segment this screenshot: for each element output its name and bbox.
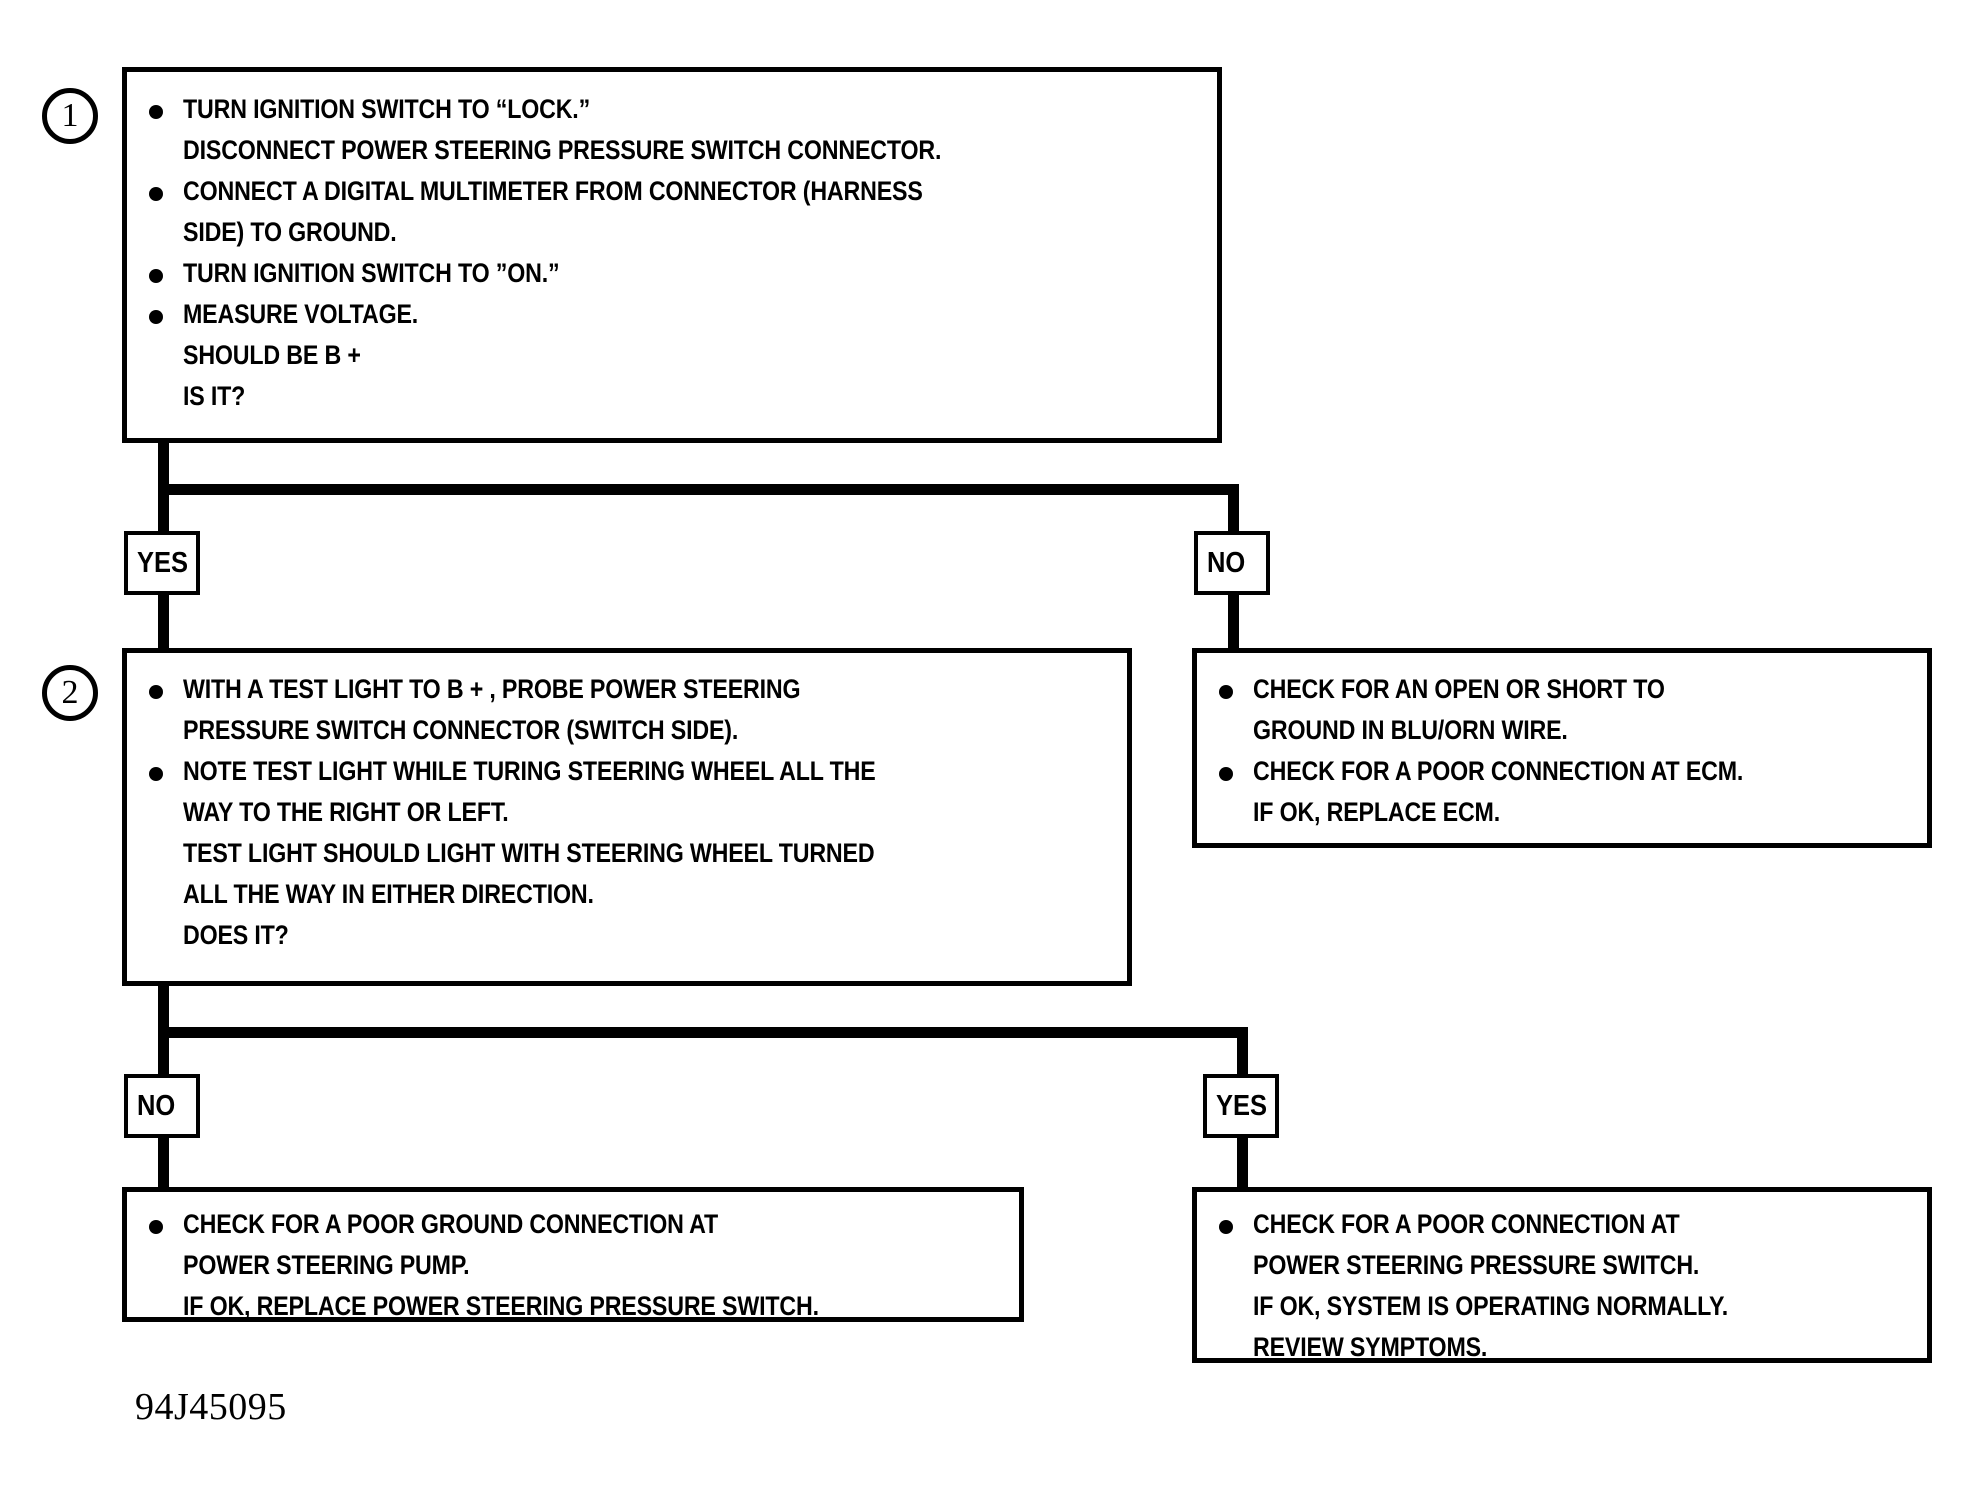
result-line: CHECK FOR AN OPEN OR SHORT TO xyxy=(1253,674,1665,704)
list-item: CHECK FOR A POOR CONNECTION AT ECM. xyxy=(1197,751,1927,792)
connector-no-to-result1 xyxy=(1228,594,1239,650)
bullet-dot-icon xyxy=(1219,1220,1233,1234)
list-item: DOES IT? xyxy=(127,915,1127,956)
bullet-dot-icon xyxy=(149,310,163,324)
result-line: CHECK FOR A POOR CONNECTION AT ECM. xyxy=(1253,756,1744,786)
bullet-dot-icon xyxy=(149,105,163,119)
list-item: MEASURE VOLTAGE. xyxy=(127,294,1217,335)
step-number-1-label: 1 xyxy=(61,97,79,134)
step-number-2-label: 2 xyxy=(61,674,79,711)
bullet-dot-icon xyxy=(149,187,163,201)
list-item: CHECK FOR A POOR CONNECTION AT xyxy=(1197,1204,1927,1245)
result-line: IF OK, REPLACE POWER STEERING PRESSURE S… xyxy=(183,1291,819,1321)
decision-tag-yes-step1[interactable]: YES xyxy=(124,531,200,595)
step-2-bullet-list: WITH A TEST LIGHT TO B + , PROBE POWER S… xyxy=(127,653,1127,956)
instruction-line: TURN IGNITION SWITCH TO ”ON.” xyxy=(183,258,560,288)
result-line: IF OK, REPLACE ECM. xyxy=(1253,797,1501,827)
step-number-circle-2: 2 xyxy=(42,665,98,721)
result-line: CHECK FOR A POOR CONNECTION AT xyxy=(1253,1209,1680,1239)
list-item: REVIEW SYMPTOMS. xyxy=(1197,1327,1927,1368)
connector-yes-to-step2 xyxy=(158,594,169,650)
connector-step2-no-down xyxy=(158,1027,169,1075)
step-2-no-result-box: CHECK FOR A POOR GROUND CONNECTION AT PO… xyxy=(122,1187,1024,1322)
list-item: NOTE TEST LIGHT WHILE TURING STEERING WH… xyxy=(127,751,1127,792)
instruction-line: PRESSURE SWITCH CONNECTOR (SWITCH SIDE). xyxy=(183,715,739,745)
connector-step1-branch xyxy=(158,484,1239,495)
list-item: IF OK, REPLACE ECM. xyxy=(1197,792,1927,833)
instruction-line: TEST LIGHT SHOULD LIGHT WITH STEERING WH… xyxy=(183,838,875,868)
bullet-dot-icon xyxy=(1219,685,1233,699)
step-1-no-result-list: CHECK FOR AN OPEN OR SHORT TO GROUND IN … xyxy=(1197,653,1927,833)
list-item: DISCONNECT POWER STEERING PRESSURE SWITC… xyxy=(127,130,1217,171)
list-item: TEST LIGHT SHOULD LIGHT WITH STEERING WH… xyxy=(127,833,1127,874)
list-item: IS IT? xyxy=(127,376,1217,417)
decision-tag-label: YES xyxy=(137,546,189,579)
bullet-dot-icon xyxy=(149,685,163,699)
step-2-no-result-list: CHECK FOR A POOR GROUND CONNECTION AT PO… xyxy=(127,1192,1019,1327)
list-item: CONNECT A DIGITAL MULTIMETER FROM CONNEC… xyxy=(127,171,1217,212)
result-line: REVIEW SYMPTOMS. xyxy=(1253,1332,1488,1362)
list-item: TURN IGNITION SWITCH TO “LOCK.” xyxy=(127,89,1217,130)
instruction-line: CONNECT A DIGITAL MULTIMETER FROM CONNEC… xyxy=(183,176,923,206)
list-item: POWER STEERING PRESSURE SWITCH. xyxy=(1197,1245,1927,1286)
list-item: IF OK, SYSTEM IS OPERATING NORMALLY. xyxy=(1197,1286,1927,1327)
list-item: PRESSURE SWITCH CONNECTOR (SWITCH SIDE). xyxy=(127,710,1127,751)
connector-step2-branch xyxy=(158,1027,1248,1038)
diagram-reference-code: 94J45095 xyxy=(135,1386,287,1428)
instruction-line: WITH A TEST LIGHT TO B + , PROBE POWER S… xyxy=(183,674,801,704)
step-1-bullet-list: TURN IGNITION SWITCH TO “LOCK.” DISCONNE… xyxy=(127,72,1217,417)
bullet-dot-icon xyxy=(149,1220,163,1234)
list-item: SHOULD BE B + xyxy=(127,335,1217,376)
connector-step1-yes-down xyxy=(158,484,169,532)
step-number-circle-1: 1 xyxy=(42,88,98,144)
connector-no-to-result2 xyxy=(158,1137,169,1192)
list-item: TURN IGNITION SWITCH TO ”ON.” xyxy=(127,253,1217,294)
result-line: GROUND IN BLU/ORN WIRE. xyxy=(1253,715,1568,745)
connector-step1-no-down xyxy=(1228,484,1239,532)
instruction-line: ALL THE WAY IN EITHER DIRECTION. xyxy=(183,879,594,909)
step-2-instruction-box: WITH A TEST LIGHT TO B + , PROBE POWER S… xyxy=(122,648,1132,986)
list-item: WITH A TEST LIGHT TO B + , PROBE POWER S… xyxy=(127,669,1127,710)
decision-tag-label: NO xyxy=(137,1089,176,1122)
decision-tag-no-step2[interactable]: NO xyxy=(124,1074,200,1138)
bullet-dot-icon xyxy=(149,269,163,283)
instruction-line: SIDE) TO GROUND. xyxy=(183,217,397,247)
list-item: IF OK, REPLACE POWER STEERING PRESSURE S… xyxy=(127,1286,1019,1327)
list-item: WAY TO THE RIGHT OR LEFT. xyxy=(127,792,1127,833)
decision-tag-label: YES xyxy=(1216,1089,1268,1122)
list-item: POWER STEERING PUMP. xyxy=(127,1245,1019,1286)
instruction-line: DOES IT? xyxy=(183,920,289,950)
connector-step2-yes-down xyxy=(1237,1027,1248,1075)
instruction-line: SHOULD BE B + xyxy=(183,340,361,370)
step-1-no-result-box: CHECK FOR AN OPEN OR SHORT TO GROUND IN … xyxy=(1192,648,1932,848)
decision-tag-label: NO xyxy=(1207,546,1246,579)
instruction-line: TURN IGNITION SWITCH TO “LOCK.” xyxy=(183,94,591,124)
bullet-dot-icon xyxy=(1219,767,1233,781)
step-2-yes-result-box: CHECK FOR A POOR CONNECTION AT POWER STE… xyxy=(1192,1187,1932,1363)
result-line: IF OK, SYSTEM IS OPERATING NORMALLY. xyxy=(1253,1291,1729,1321)
instruction-line: DISCONNECT POWER STEERING PRESSURE SWITC… xyxy=(183,135,942,165)
instruction-line: IS IT? xyxy=(183,381,246,411)
list-item: ALL THE WAY IN EITHER DIRECTION. xyxy=(127,874,1127,915)
list-item: SIDE) TO GROUND. xyxy=(127,212,1217,253)
result-line: POWER STEERING PRESSURE SWITCH. xyxy=(1253,1250,1700,1280)
connector-yes-to-result2 xyxy=(1237,1137,1248,1192)
list-item: CHECK FOR AN OPEN OR SHORT TO xyxy=(1197,669,1927,710)
bullet-dot-icon xyxy=(149,767,163,781)
instruction-line: WAY TO THE RIGHT OR LEFT. xyxy=(183,797,509,827)
list-item: CHECK FOR A POOR GROUND CONNECTION AT xyxy=(127,1204,1019,1245)
result-line: CHECK FOR A POOR GROUND CONNECTION AT xyxy=(183,1209,719,1239)
decision-tag-yes-step2[interactable]: YES xyxy=(1203,1074,1279,1138)
connector-step2-down xyxy=(158,986,169,1038)
step-1-instruction-box: TURN IGNITION SWITCH TO “LOCK.” DISCONNE… xyxy=(122,67,1222,443)
result-line: POWER STEERING PUMP. xyxy=(183,1250,470,1280)
instruction-line: NOTE TEST LIGHT WHILE TURING STEERING WH… xyxy=(183,756,876,786)
instruction-line: MEASURE VOLTAGE. xyxy=(183,299,419,329)
connector-step1-down xyxy=(158,443,169,495)
decision-tag-no-step1[interactable]: NO xyxy=(1194,531,1270,595)
list-item: GROUND IN BLU/ORN WIRE. xyxy=(1197,710,1927,751)
step-2-yes-result-list: CHECK FOR A POOR CONNECTION AT POWER STE… xyxy=(1197,1192,1927,1368)
